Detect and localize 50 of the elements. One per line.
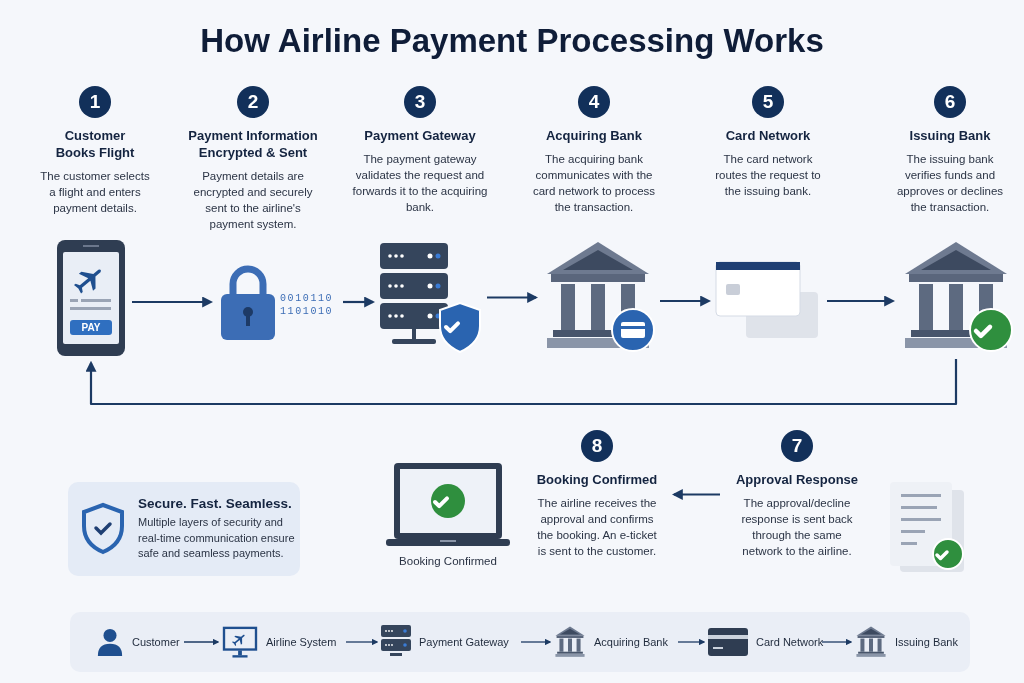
step-number: 4 (578, 86, 610, 118)
step-title: Payment Information Encrypted & Sent (188, 127, 318, 161)
step-title: Acquiring Bank (544, 127, 644, 144)
arrow (85, 359, 958, 406)
step-title: Approval Response (734, 471, 860, 488)
step-title: Booking Confirmed (535, 471, 659, 488)
arrow (343, 296, 376, 308)
title: How Airline Payment Processing Works (199, 22, 825, 60)
arrow (660, 295, 712, 307)
step-number: 6 (934, 86, 966, 118)
step-number: 5 (752, 86, 784, 118)
arrow (671, 489, 720, 500)
step-title: Payment Gateway (363, 127, 477, 144)
arrow (132, 296, 214, 308)
flow-step-label: Card Network (756, 636, 824, 648)
pay-button: PAY (70, 320, 112, 335)
step-number: 1 (79, 86, 111, 118)
arrow (183, 638, 220, 646)
card-title: Secure. Fast. Seamless. (138, 496, 292, 511)
flow-step-label: Acquiring Bank (594, 636, 668, 648)
step-number: 8 (581, 430, 613, 462)
arrow (821, 638, 853, 646)
flow-step-label: Customer (132, 636, 180, 648)
step-number: 2 (237, 86, 269, 118)
step-description: The issuing bank verifies funds and approves or declines the transaction. (895, 152, 1005, 215)
step-description: Payment details are encrypted and securely sent to the airline's payment system. (192, 169, 314, 232)
card-description: Multiple layers of security and real-time communication ensure safe and seamless payments. (138, 515, 296, 561)
step-title: Customer Books Flight (54, 127, 136, 161)
binary-digits: 0010110 1101010 (280, 292, 335, 318)
step-description: The payment gateway validates the request and forwards it to the acquiring bank. (352, 152, 488, 215)
step-number: 3 (404, 86, 436, 118)
info-card (68, 482, 300, 576)
arrow (677, 638, 706, 646)
step-description: The approval/decline response is sent back through the same network to the airline. (740, 496, 854, 559)
icon-caption: Booking Confirmed (398, 555, 498, 567)
step-description: The acquiring bank communicates with the card network to process the transaction. (531, 152, 657, 215)
arrow (487, 292, 539, 303)
step-description: The airline receives the approval and confirms the booking. An e-ticket is sent to the customer. (536, 496, 658, 559)
flow-step-label: Airline System (266, 636, 337, 648)
step-description: The card network routes the request to the issuing bank. (714, 152, 822, 199)
step-title: Issuing Bank (908, 127, 992, 144)
step-title: Card Network (724, 127, 812, 144)
arrow (520, 638, 552, 646)
step-description: The customer selects a flight and enters payment details. (39, 169, 151, 216)
arrow (827, 295, 896, 307)
flow-step-label: Payment Gateway (419, 636, 509, 648)
flow-band (70, 612, 970, 672)
arrow (345, 638, 379, 646)
flow-step-label: Issuing Bank (895, 636, 958, 648)
step-number: 7 (781, 430, 813, 462)
